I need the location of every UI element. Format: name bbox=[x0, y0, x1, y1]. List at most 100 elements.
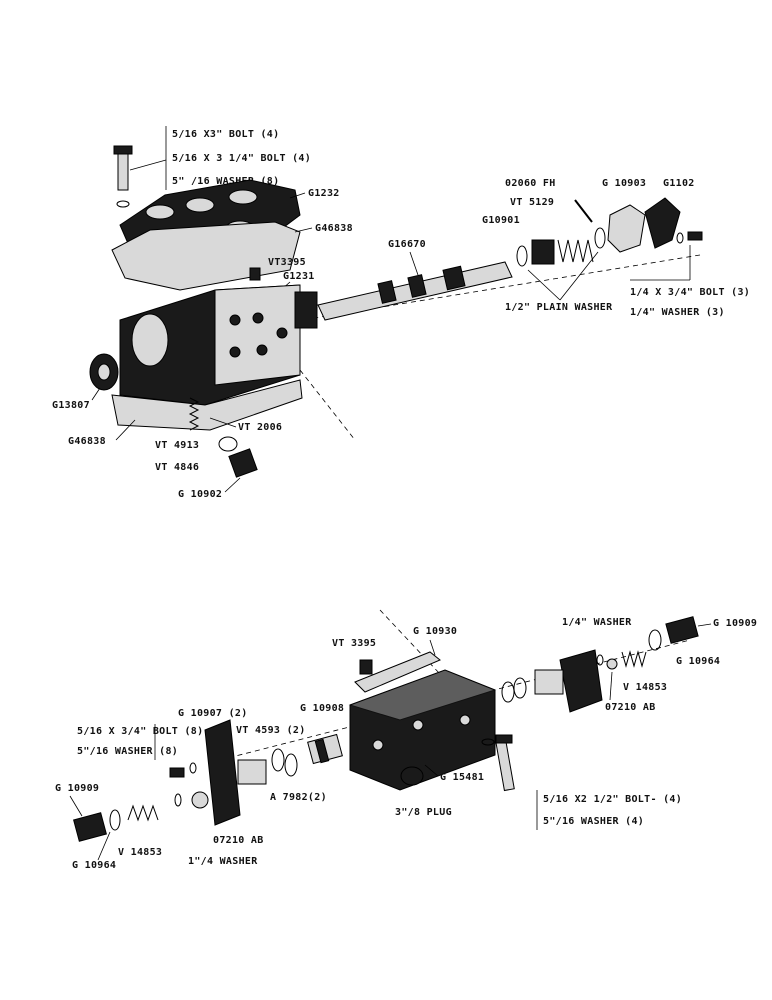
label-a7982: A 7982(2) bbox=[270, 792, 327, 803]
ring-a7982-2-part bbox=[284, 753, 298, 777]
small-bolt-part bbox=[687, 231, 703, 241]
label-plug: 3"/8 PLUG bbox=[395, 807, 452, 818]
label-02060fh: 02060 FH bbox=[505, 178, 556, 189]
g46838-lower-leader bbox=[115, 419, 136, 441]
g10964-left-leader bbox=[97, 831, 111, 861]
label-bolt4: 5/16 X2 1/2" BOLT- (4) bbox=[543, 794, 682, 805]
g1232-leader bbox=[289, 192, 306, 199]
label-g10908: G 10908 bbox=[300, 703, 344, 714]
plain-washer-2-part bbox=[594, 227, 606, 249]
label-vt4593: VT 4593 (2) bbox=[236, 725, 306, 736]
label-g1102: G1102 bbox=[663, 178, 695, 189]
g10902-leader bbox=[224, 477, 241, 493]
g10930-leader bbox=[429, 639, 436, 656]
plunger-g10908-part bbox=[307, 733, 343, 765]
label-g10907: G 10907 (2) bbox=[178, 708, 248, 719]
label-07210ab-right: 07210 AB bbox=[605, 702, 656, 713]
ring-g10964-left-part bbox=[109, 809, 121, 831]
ring-right-2-part bbox=[513, 677, 527, 699]
label-v14853-right: V 14853 bbox=[623, 682, 667, 693]
label-plain-washer: 1/2" PLAIN WASHER bbox=[505, 302, 613, 313]
long-bolt-washer-part bbox=[481, 738, 495, 746]
spring-vt5129-part bbox=[557, 239, 594, 263]
label-g10902: G 10902 bbox=[178, 489, 222, 500]
bolt-note-line2: 5/16 X 3 1/4" BOLT (4) bbox=[172, 153, 311, 164]
spring-vt4913-part bbox=[188, 397, 200, 431]
label-g46838-upper: G46838 bbox=[315, 223, 353, 234]
label-g16670: G16670 bbox=[388, 239, 426, 250]
label-vt3395-top: VT3395 bbox=[268, 257, 306, 268]
top-axis-line-2 bbox=[299, 369, 356, 441]
label-bolt8: 5/16 X 3/4" BOLT (8) bbox=[77, 726, 203, 737]
label-g10903: G 10903 bbox=[602, 178, 646, 189]
label-g10964-left: G 10964 bbox=[72, 860, 116, 871]
label-g10964-right: G 10964 bbox=[676, 656, 720, 667]
label-bolt3: 1/4 X 3/4" BOLT (3) bbox=[630, 287, 750, 298]
bolt-note-line1: 5/16 X3" BOLT (4) bbox=[172, 129, 279, 140]
cap-g10909-left-part bbox=[73, 812, 107, 842]
bolt-leader bbox=[129, 159, 167, 171]
label-g1232: G1232 bbox=[308, 188, 340, 199]
g13807-leader bbox=[91, 387, 101, 401]
plug-3-8-part bbox=[400, 766, 424, 786]
bottom-assembly: G 10930 VT 3395 G 15481 3"/8 PLUG 07210 … bbox=[55, 609, 757, 871]
ball-07210ab-left-part bbox=[191, 791, 209, 809]
label-vt4846: VT 4846 bbox=[155, 462, 199, 473]
g16670-leader bbox=[409, 251, 419, 276]
small-washer-part bbox=[676, 232, 684, 244]
washer-quarter-top-part bbox=[596, 654, 604, 666]
label-07210ab-left: 07210 AB bbox=[213, 835, 264, 846]
top-axis-line bbox=[179, 254, 701, 341]
small-washer-left-part bbox=[189, 762, 197, 774]
label-g10909-right: G 10909 bbox=[713, 618, 757, 629]
label-g13807: G13807 bbox=[52, 400, 90, 411]
valve-body-part bbox=[119, 284, 318, 406]
g10909-left-leader bbox=[69, 795, 83, 817]
spring-v14853-right-part bbox=[621, 650, 647, 668]
plain-washer-1-part bbox=[516, 245, 528, 267]
washer-part bbox=[116, 200, 130, 208]
block-g15481-part bbox=[348, 669, 497, 791]
label-vt3395-bottom: VT 3395 bbox=[332, 638, 376, 649]
long-bolt-part bbox=[495, 734, 515, 792]
plain-washer-leader-1 bbox=[527, 269, 561, 301]
pin-02060fh-part bbox=[574, 199, 593, 223]
label-g10930: G 10930 bbox=[413, 626, 457, 637]
bolt-note-line3: 5" /16 WASHER (8) bbox=[172, 176, 279, 187]
label-g1231: G1231 bbox=[283, 271, 315, 282]
bolt-part bbox=[113, 145, 133, 191]
label-g46838-lower: G46838 bbox=[68, 436, 106, 447]
label-washer-quarter-top: 1/4" WASHER bbox=[562, 617, 632, 628]
label-washer-quarter-bottom: 1"/4 WASHER bbox=[188, 856, 258, 867]
label-g10901: G10901 bbox=[482, 215, 520, 226]
ball-07210ab-right-part bbox=[606, 658, 618, 670]
ring-right-1-part bbox=[501, 681, 515, 703]
label-vt2006: VT 2006 bbox=[238, 422, 282, 433]
ring-a7982-1-part bbox=[271, 748, 285, 772]
ring-vt4846-part bbox=[218, 436, 238, 452]
gasket-lower-part bbox=[111, 379, 303, 431]
ring-g10964-right-part bbox=[648, 629, 662, 651]
plug-g10902-part bbox=[228, 448, 258, 478]
g46838-upper-leader bbox=[294, 227, 313, 233]
label-vt5129: VT 5129 bbox=[510, 197, 554, 208]
07210ab-right-leader bbox=[609, 671, 613, 701]
shaft-g16670-part bbox=[317, 261, 513, 321]
bushing-g10901-part bbox=[531, 239, 555, 265]
label-washer8: 5"/16 WASHER (8) bbox=[77, 746, 178, 757]
vt2006-leader bbox=[209, 417, 237, 428]
plain-washer-leader-2 bbox=[559, 251, 599, 301]
plug-vt3395-part bbox=[249, 267, 261, 281]
label-v14853-left: V 14853 bbox=[118, 847, 162, 858]
plug-vt3395-bottom-part bbox=[359, 659, 373, 675]
label-washer4: 5"/16 WASHER (4) bbox=[543, 816, 644, 827]
g10909-right-leader bbox=[697, 623, 712, 627]
top-assembly: 5/16 X3" BOLT (4) 5/16 X 3 1/4" BOLT (4)… bbox=[52, 126, 750, 500]
small-bolt-left-part bbox=[169, 767, 185, 778]
flange-left-part bbox=[204, 719, 267, 826]
label-g15481: G 15481 bbox=[440, 772, 484, 783]
flange-right-part bbox=[534, 649, 603, 713]
label-vt4913: VT 4913 bbox=[155, 440, 199, 451]
cap-g1102-part bbox=[644, 197, 681, 249]
